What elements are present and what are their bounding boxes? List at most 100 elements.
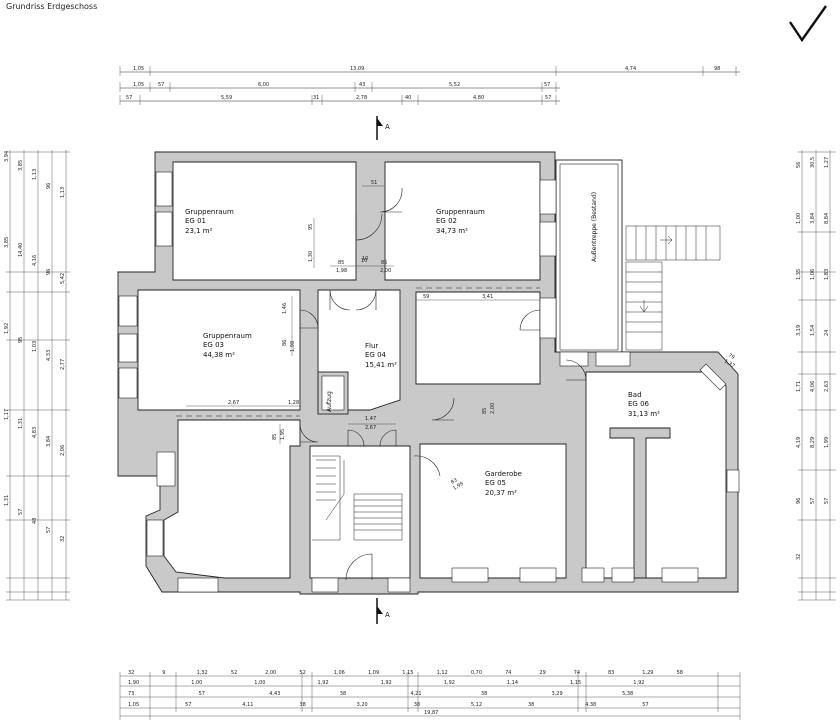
dim-bottom-3-3: 4,43	[269, 691, 280, 697]
dim-in-25: 79	[727, 353, 736, 361]
room-4-name: Flur	[365, 342, 378, 350]
section-marker-top: A	[376, 116, 390, 140]
dim-left-2: 3,85	[18, 160, 24, 171]
dim-top-14: 2,78	[356, 95, 367, 101]
bottom-dimensions	[119, 672, 741, 720]
dim-in-3: 1,30	[308, 251, 314, 262]
dim-bottom-4-4: 38	[299, 702, 305, 708]
dim-top-4: 98	[714, 66, 720, 72]
dim-bottom-1-13: 29	[539, 670, 545, 676]
dim-left-22: 57	[18, 509, 24, 515]
dim-left-17: 1,31	[18, 418, 24, 429]
dashed-walls	[176, 279, 540, 417]
stair-inner	[312, 455, 403, 541]
dim-bottom-3-7: 3,29	[552, 691, 563, 697]
building-walls	[117, 151, 739, 595]
inner-dimensions: 51 95 1,30 85 10 85 1,98 10 2,00 59 3,41…	[186, 180, 736, 492]
room-6-name: Bad	[628, 391, 642, 399]
dim-right-11: 1,54	[810, 325, 816, 336]
dim-left-19: 3,84	[46, 436, 52, 447]
dim-right-5: 3,84	[810, 213, 816, 224]
room-4-area: 15,41 m²	[365, 361, 397, 369]
dim-bottom-3-2: 57	[199, 691, 205, 697]
dim-right-18: 1,99	[824, 437, 830, 448]
room-5-area: 20,37 m²	[485, 489, 517, 497]
dim-top-11: 57	[126, 95, 132, 101]
dim-in-20: 2,67	[365, 425, 376, 431]
room-2-name: Gruppenraum	[436, 208, 485, 216]
dim-bottom-1-12: 74	[505, 670, 511, 676]
left-dimension-labels: 3,943,851,13961,133,8514,404,16965,421,9…	[4, 151, 66, 542]
dim-in-14: 1,98	[290, 341, 296, 352]
dim-right-2: 30,5	[810, 157, 816, 168]
dim-in-11: 3,41	[482, 294, 493, 300]
dim-right-16: 4,19	[796, 437, 802, 448]
dim-in-16: 1,28	[288, 400, 299, 406]
dim-bottom-3-4: 38	[340, 691, 346, 697]
dim-left-5: 1,13	[60, 187, 66, 198]
dim-bottom-3-5: 4,21	[410, 691, 421, 697]
dim-left-11: 1,92	[4, 323, 10, 334]
dim-in-5: 10	[361, 258, 367, 264]
dim-right-15: 2,63	[824, 381, 830, 392]
dim-right-7: 1,35	[796, 269, 802, 280]
dim-bottom-1-1: 32	[128, 670, 134, 676]
dim-in-13: 86	[282, 340, 288, 346]
dim-right-20: 57	[810, 498, 816, 504]
dim-bottom-4-6: 38	[414, 702, 420, 708]
dim-bottom-1-15: 83	[608, 670, 614, 676]
right-dimensions	[798, 150, 836, 601]
dim-in-17: 85	[272, 434, 278, 440]
dim-bottom-4-8: 38	[528, 702, 534, 708]
dim-top-12: 5,59	[221, 95, 232, 101]
dim-bottom-1-6: 52	[299, 670, 305, 676]
dim-left-10: 5,42	[60, 273, 66, 284]
dim-bottom-1-11: 0,70	[471, 670, 482, 676]
dim-right-1: 56	[796, 162, 802, 168]
dim-right-3: 1,27	[824, 157, 830, 168]
room-5-name: Garderobe	[485, 470, 522, 478]
dim-right-19: 96	[796, 498, 802, 504]
dim-right-10: 3,19	[796, 325, 802, 336]
dim-top-3: 4,74	[625, 66, 636, 72]
dim-bottom-2-2: 1,00	[191, 680, 202, 686]
room-4-code: EG 04	[365, 351, 387, 359]
dim-bottom-2-8: 1,15	[570, 680, 581, 686]
dim-right-14: 4,06	[810, 381, 816, 392]
dim-in-10: 59	[423, 294, 429, 300]
dim-bottom-4-7: 5,12	[471, 702, 482, 708]
dim-left-25: 32	[60, 536, 66, 542]
dim-left-9: 96	[46, 269, 52, 275]
dim-right-6: 8,84	[824, 213, 830, 224]
dim-in-18: 1,95	[280, 429, 286, 440]
dim-left-7: 14,40	[18, 243, 24, 257]
room-2-area: 34,73 m²	[436, 227, 468, 235]
dim-left-6: 3,85	[4, 237, 10, 248]
room-6-code: EG 06	[628, 400, 650, 408]
dim-right-17: 8,29	[810, 437, 816, 448]
dim-bottom-3-6: 38	[481, 691, 487, 697]
dim-in-26: 1,37	[723, 359, 736, 370]
dim-bottom-1-5: 2,00	[265, 670, 276, 676]
dim-in-9: 2,00	[380, 268, 391, 274]
dim-top-16: 4,80	[473, 95, 484, 101]
dim-in-6: 85	[381, 260, 387, 266]
dim-right-12: 24	[824, 330, 830, 336]
dim-in-1: 51	[371, 180, 377, 186]
dim-right-22: 32	[796, 554, 802, 560]
room-6-area: 31,13 m²	[628, 410, 660, 418]
dim-left-15: 2,77	[60, 359, 66, 370]
room-1-code: EG 01	[185, 217, 206, 225]
section-marker-bottom: A	[376, 598, 390, 624]
dim-left-23: 48	[32, 518, 38, 524]
dim-in-22: 2,00	[490, 403, 496, 414]
dim-top-6: 57	[158, 82, 164, 88]
dim-bottom-1-10: 1,12	[437, 670, 448, 676]
dim-left-1: 3,94	[4, 151, 10, 162]
dim-in-24: 1,99	[452, 481, 465, 492]
dim-top-2: 13,09	[350, 66, 364, 72]
elevator-label: Aufzug	[326, 391, 333, 412]
dim-bottom-1-2: 9	[162, 670, 165, 676]
dim-right-9: 1,83	[824, 269, 830, 280]
